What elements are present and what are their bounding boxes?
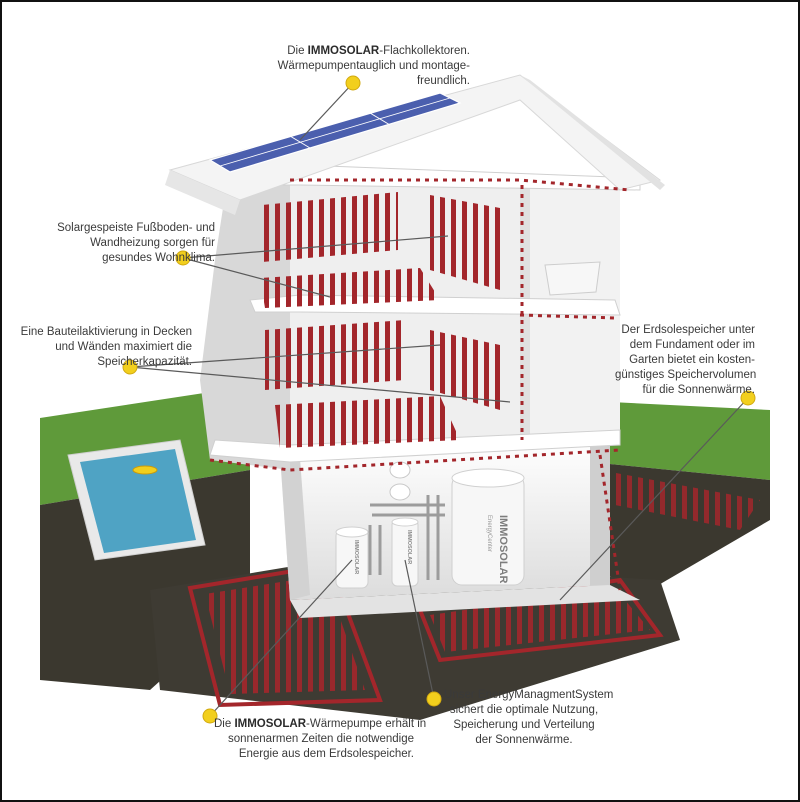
callout-core-activation-line2: und Wänden maximiert die [55, 341, 192, 353]
brand-name: IMMOSOLAR [234, 718, 307, 730]
callout-heat-pump-suffix: -Wärmepumpe erhält in [306, 718, 427, 730]
control-unit-brand-label: IMMOSOLAR [406, 530, 412, 564]
callout-collectors-line2: Wärmepumpentauglich und montage- [277, 60, 470, 72]
marker-ground-storage [740, 390, 756, 406]
callout-heat-pump-line3: Energie aus dem Erdsolespeicher. [238, 748, 414, 760]
marker-heat-pump [202, 708, 218, 724]
callout-ground-storage-line3: Garten bietet ein kosten- [629, 354, 755, 366]
heat-pump-unit [335, 526, 369, 589]
callout-core-activation-line1: Eine Bauteilaktivierung in Decken [20, 326, 192, 338]
tank-sub-label: EnergyCenter [486, 515, 492, 552]
callout-core-activation-line3: Speicherkapazität. [97, 356, 192, 368]
callout-ground-storage-line5: für die Sonnenwärme. [642, 384, 755, 396]
energy-center-tank [451, 468, 525, 586]
solar-collectors [208, 92, 462, 173]
callout-heat-pump-line2: sonnenarmen Zeiten die notwendige [227, 733, 414, 745]
heating-pipes [260, 192, 500, 448]
callout-markers [122, 75, 756, 724]
marker-floor-heating [175, 250, 191, 266]
callout-floor-heating-line3: gesundes Wohnklima. [102, 252, 215, 264]
callout-collectors-prefix: Die [287, 45, 308, 57]
marker-collectors [345, 75, 361, 91]
marker-core-activation [122, 359, 138, 375]
marker-energy-management [426, 691, 442, 707]
brand-name: IMMOSOLAR [307, 45, 380, 57]
callout-floor-heating-line1: Solargespeiste Fußboden- und [57, 222, 215, 234]
callout-core-activation: Eine Bauteilaktivierung in Decken und Wä… [20, 325, 192, 370]
callout-heat-pump-prefix: Die [214, 718, 235, 730]
bathtub [544, 261, 601, 296]
callout-ground-storage-line2: dem Fundament oder im [629, 339, 755, 351]
core-activation-dots [209, 178, 631, 591]
tank-brand-label: IMMOSOLAR [497, 515, 509, 583]
callout-collectors-suffix: -Flachkollektoren. [379, 45, 470, 57]
callout-ground-storage: Der Erdsolespeicher unter dem Fundament … [615, 323, 757, 398]
callout-ground-storage-line4: günstiges Speichervolumen [615, 369, 757, 381]
callout-energy-management: Unser EnergyManagmentSystem sichert die … [444, 688, 614, 748]
piping [368, 461, 445, 580]
callout-collectors-line3: freundlich. [416, 75, 470, 87]
callout-collectors: Die IMMOSOLAR-Flachkollektoren. Wärmepum… [250, 44, 470, 89]
callout-energy-management-line2: sichert die optimale Nutzung, [449, 704, 599, 716]
callout-ground-storage-line1: Der Erdsolespeicher unter [621, 324, 755, 336]
callout-energy-management-line4: der Sonnenwärme. [475, 734, 573, 746]
callout-floor-heating-line2: Wandheizung sorgen für [90, 237, 215, 249]
callout-floor-heating: Solargespeiste Fußboden- und Wandheizung… [40, 221, 215, 266]
leader-lines [129, 82, 749, 717]
callout-heat-pump: Die IMMOSOLAR-Wärmepumpe erhält in sonne… [214, 717, 426, 762]
callout-energy-management-line3: Speicherung und Verteilung [453, 719, 595, 731]
heat-pump-brand-label: IMMOSOLAR [353, 540, 359, 574]
control-unit [391, 517, 419, 587]
callout-energy-management-line1: Unser EnergyManagmentSystem [444, 689, 614, 701]
pool [67, 439, 206, 561]
roof [165, 74, 665, 215]
